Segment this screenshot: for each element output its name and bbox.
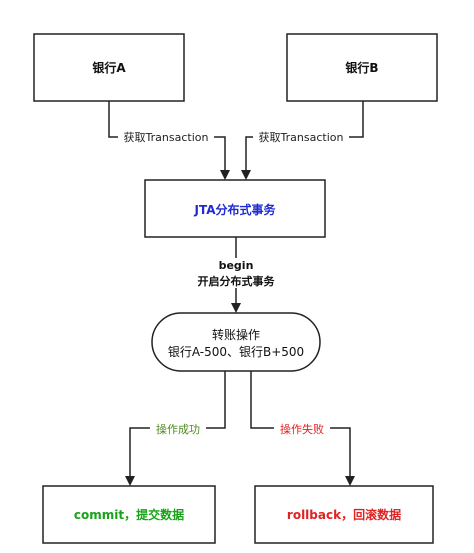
bank-a-box	[33, 33, 185, 102]
edge-label-begin: begin	[218, 259, 254, 272]
bank-a-label: 银行A	[92, 61, 126, 75]
rollback-label: rollback，回滚数据	[286, 508, 402, 522]
jta-box	[144, 179, 326, 238]
mask-b-label	[253, 128, 349, 145]
bank-b-label: 银行B	[345, 61, 379, 75]
transfer-label-line1: 转账操作	[211, 328, 260, 342]
edge-label-begin-desc: 开启分布式事务	[197, 275, 275, 288]
bank-b-box	[286, 33, 438, 102]
edge-label-failure: 操作失败	[280, 423, 324, 436]
commit-box	[42, 485, 216, 544]
mask-a-label	[118, 128, 214, 145]
commit-label: commit，提交数据	[73, 508, 185, 522]
rollback-box	[254, 485, 434, 544]
mask-success-label	[150, 420, 206, 436]
mask-failure-label	[274, 420, 330, 436]
mask-begin-label	[188, 258, 284, 288]
transfer-label-line2: 银行A-500、银行B+500	[167, 345, 305, 359]
edge-label-a-get-transaction: 获取Transaction	[123, 131, 209, 144]
edge-label-b-get-transaction: 获取Transaction	[258, 131, 344, 144]
transfer-box	[151, 312, 321, 372]
edge-label-success: 操作成功	[156, 423, 200, 436]
jta-label: JTA分布式事务	[194, 203, 276, 217]
